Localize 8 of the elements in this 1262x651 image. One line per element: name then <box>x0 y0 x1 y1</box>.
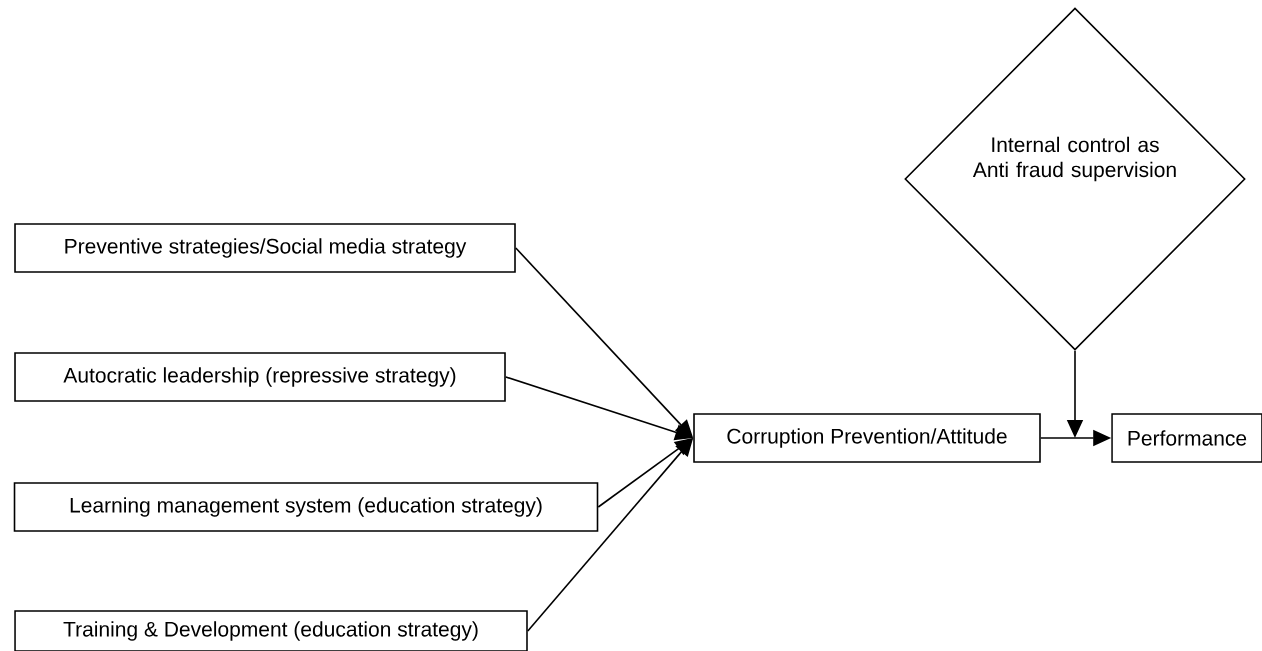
text-box: Autocratic leadership (repressive strategy) <box>14 352 506 402</box>
text-box: Training & Development (education strategy) <box>14 610 528 651</box>
text-box: Learning management system (education strategy) <box>13 482 599 532</box>
text-box: Performance <box>1111 413 1262 463</box>
text-box: Corruption Prevention/Attitude <box>693 413 1041 463</box>
decision-diamond <box>904 7 1246 351</box>
diamond-text: Internal control as Anti fraud supervision <box>972 136 1176 182</box>
text-box: Preventive strategies/Social media strategy <box>14 223 516 273</box>
